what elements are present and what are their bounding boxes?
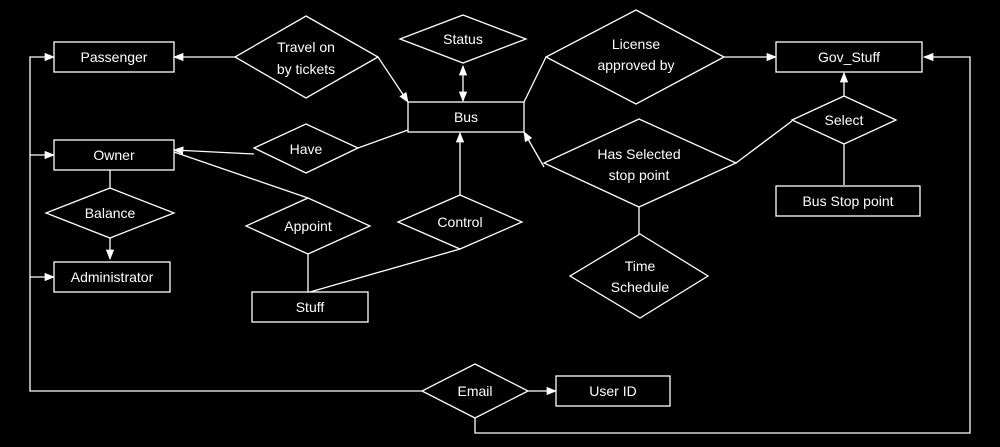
edge-hasselected-select bbox=[735, 120, 793, 164]
edge-email-right bbox=[474, 52, 971, 434]
edge-travel-bus bbox=[377, 56, 409, 103]
entity-bus-stop-point: Bus Stop point bbox=[775, 185, 921, 217]
entity-label: Passenger bbox=[81, 49, 148, 65]
relationship-label: by tickets bbox=[277, 61, 335, 77]
entity-label: Owner bbox=[93, 147, 135, 163]
relationship-select: Select bbox=[790, 95, 898, 145]
relationship-label: Email bbox=[457, 383, 492, 399]
edge-have-bus bbox=[357, 129, 409, 149]
entity-stuff: Stuff bbox=[251, 291, 369, 323]
relationship-travel-on: Travel on by tickets bbox=[233, 15, 380, 99]
entity-label: User ID bbox=[589, 383, 636, 399]
entity-label: Administrator bbox=[71, 269, 154, 285]
edge-stuff-control bbox=[309, 248, 461, 293]
relationship-have: Have bbox=[252, 123, 360, 174]
relationship-label: Balance bbox=[85, 205, 136, 221]
entity-user-id: User ID bbox=[555, 375, 671, 407]
relationship-has-selected: Has Selected stop point bbox=[542, 118, 738, 208]
entity-owner: Owner bbox=[53, 139, 175, 171]
relationship-label: Has Selected bbox=[597, 146, 680, 162]
relationship-license: License approved by bbox=[544, 9, 726, 105]
entity-label: Bus Stop point bbox=[802, 193, 893, 209]
relationship-label: Control bbox=[437, 214, 482, 230]
relationship-label: Time bbox=[625, 258, 656, 274]
edge-license-bus bbox=[523, 56, 547, 103]
relationship-label: Have bbox=[290, 141, 323, 157]
entity-label: Gov_Stuff bbox=[818, 49, 880, 65]
relationship-label: License bbox=[612, 36, 660, 52]
edge-have-owner bbox=[172, 146, 255, 155]
relationship-label: stop point bbox=[609, 167, 670, 183]
relationship-status: Status bbox=[398, 14, 528, 64]
entity-passenger: Passenger bbox=[53, 41, 175, 73]
edge-hasselected-bus bbox=[523, 131, 545, 168]
connectors bbox=[29, 52, 971, 434]
edge-email-left bbox=[29, 52, 422, 392]
relationship-label: Status bbox=[443, 31, 483, 47]
entity-bus: Bus bbox=[407, 101, 525, 133]
relationship-label: Schedule bbox=[611, 279, 670, 295]
relationship-control: Control bbox=[396, 194, 524, 250]
relationship-appoint: Appoint bbox=[244, 197, 372, 255]
entity-label: Bus bbox=[454, 109, 478, 125]
entity-label: Stuff bbox=[296, 299, 325, 315]
edge-owner-appoint bbox=[173, 151, 309, 199]
relationship-label: Travel on bbox=[277, 39, 335, 55]
entity-administrator: Administrator bbox=[53, 261, 171, 293]
entity-gov-stuff: Gov_Stuff bbox=[775, 41, 923, 73]
relationship-time-schedule: Time Schedule bbox=[568, 233, 710, 319]
relationship-email: Email bbox=[420, 363, 530, 419]
relationship-label: Appoint bbox=[284, 218, 332, 234]
relationship-label: approved by bbox=[597, 57, 674, 73]
relationship-label: Select bbox=[825, 112, 864, 128]
relationship-balance: Balance bbox=[44, 187, 176, 239]
